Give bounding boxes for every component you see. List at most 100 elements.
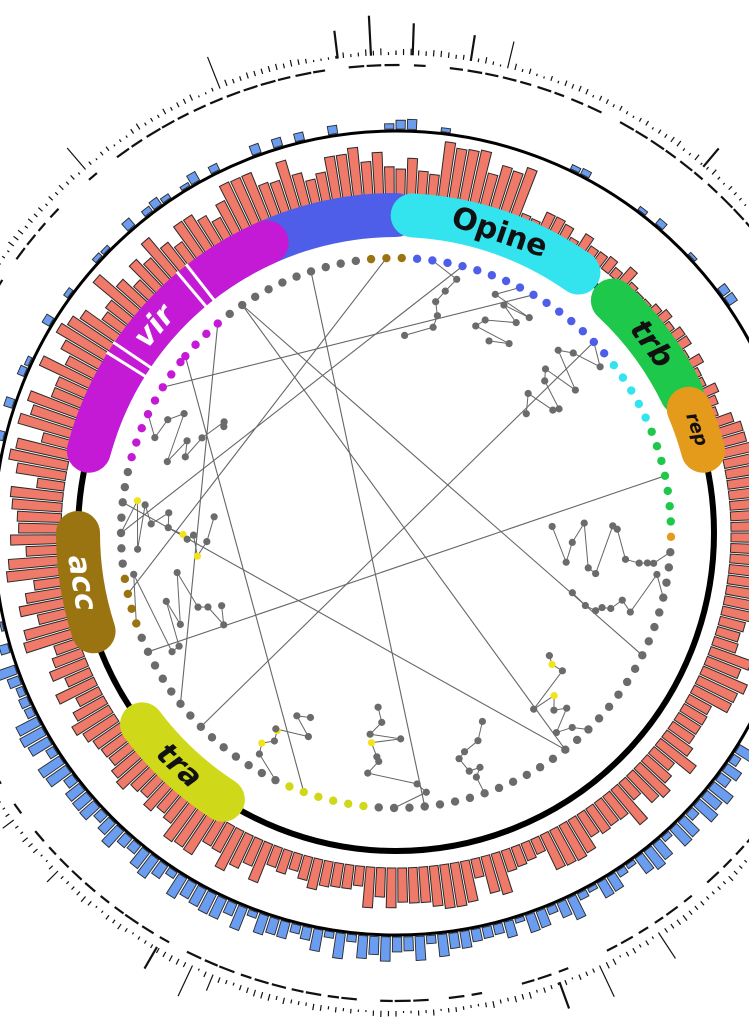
network-node: [306, 267, 316, 276]
spike: [507, 997, 510, 1002]
network-node: [561, 745, 570, 754]
network-nodes: [116, 253, 676, 813]
spike: [60, 875, 64, 880]
dash-segment: [130, 138, 143, 148]
spike: [722, 182, 726, 185]
region-arc-vir: [66, 220, 289, 473]
spike: [217, 977, 221, 983]
network-node: [351, 256, 361, 266]
network-edge: [184, 356, 305, 793]
blue-bar: [0, 664, 18, 681]
spike: [484, 1002, 488, 1008]
red-bar: [539, 830, 567, 871]
blue-bar: [207, 162, 221, 175]
blue-histogram-track: [0, 118, 749, 962]
spike: [632, 115, 635, 119]
network-node: [250, 292, 260, 301]
dash-segment: [48, 846, 57, 856]
dash-segment: [114, 906, 125, 915]
blue-bar: [97, 816, 116, 836]
network-edge: [393, 791, 427, 809]
network-node: [123, 589, 133, 599]
blue-bar: [596, 877, 615, 899]
blue-bar: [222, 900, 238, 917]
network-node: [220, 621, 228, 629]
network-node: [238, 300, 247, 310]
red-bar: [654, 737, 697, 775]
spike: [88, 161, 92, 166]
blue-bar: [700, 789, 723, 811]
network-edge: [544, 380, 560, 410]
network-node: [150, 661, 160, 670]
spike: [155, 947, 160, 954]
network-node: [515, 283, 525, 292]
spike: [48, 865, 54, 870]
network-node: [524, 389, 532, 398]
network-node: [420, 802, 429, 811]
network-node: [321, 262, 330, 272]
blue-bar: [0, 621, 5, 632]
network-edge: [154, 419, 169, 438]
blue-bar: [576, 889, 590, 901]
spike: [670, 923, 675, 929]
network-node: [412, 254, 422, 264]
network-node: [123, 467, 133, 477]
blue-bar: [270, 136, 284, 149]
dash-segment: [116, 147, 130, 159]
red-bar: [330, 861, 345, 889]
red-bar: [730, 521, 749, 532]
spike: [205, 974, 214, 991]
blue-bar: [384, 123, 395, 130]
spike: [585, 971, 589, 977]
blue-bar: [368, 935, 380, 956]
spike: [528, 991, 532, 999]
red-bar: [459, 859, 479, 903]
blue-bar: [246, 908, 259, 919]
spike: [440, 50, 443, 58]
blue-bar: [93, 808, 108, 824]
network-node: [578, 327, 588, 336]
red-bar: [727, 487, 749, 501]
network-node: [183, 535, 191, 543]
spike: [117, 923, 122, 930]
blue-bar: [275, 919, 291, 940]
spike: [688, 910, 693, 916]
blue-bar: [440, 127, 452, 134]
network-edge: [533, 695, 555, 710]
red-bar: [729, 543, 749, 554]
blue-bar: [524, 912, 541, 934]
network-node: [359, 801, 368, 811]
network-node: [433, 312, 441, 320]
spike: [2, 819, 15, 829]
blue-bar: [643, 845, 667, 871]
spike: [169, 106, 173, 111]
spike: [557, 80, 560, 84]
spike: [455, 1007, 458, 1012]
network-node: [382, 253, 391, 263]
blue-bar: [64, 782, 86, 803]
spike: [274, 63, 278, 71]
dash-segment: [693, 171, 704, 181]
region-arc-opine: [390, 193, 601, 295]
spike: [2, 807, 6, 810]
network-node: [176, 699, 185, 709]
dash-segment: [745, 221, 749, 228]
vir-notch: [184, 263, 216, 302]
spike: [694, 905, 699, 911]
spike: [744, 859, 748, 863]
network-edge: [595, 525, 614, 574]
spike: [197, 968, 200, 971]
dash-segment: [722, 858, 733, 869]
red-histogram-track: [5, 141, 749, 910]
blue-bar: [586, 883, 599, 894]
spike: [77, 172, 81, 175]
spike: [58, 184, 64, 191]
spike: [65, 181, 70, 185]
blue-bar: [625, 859, 637, 870]
red-bar: [352, 865, 366, 887]
network-node: [405, 803, 414, 812]
spike: [95, 905, 98, 909]
red-bar: [75, 685, 104, 708]
spike: [664, 133, 668, 138]
spike: [638, 944, 642, 948]
